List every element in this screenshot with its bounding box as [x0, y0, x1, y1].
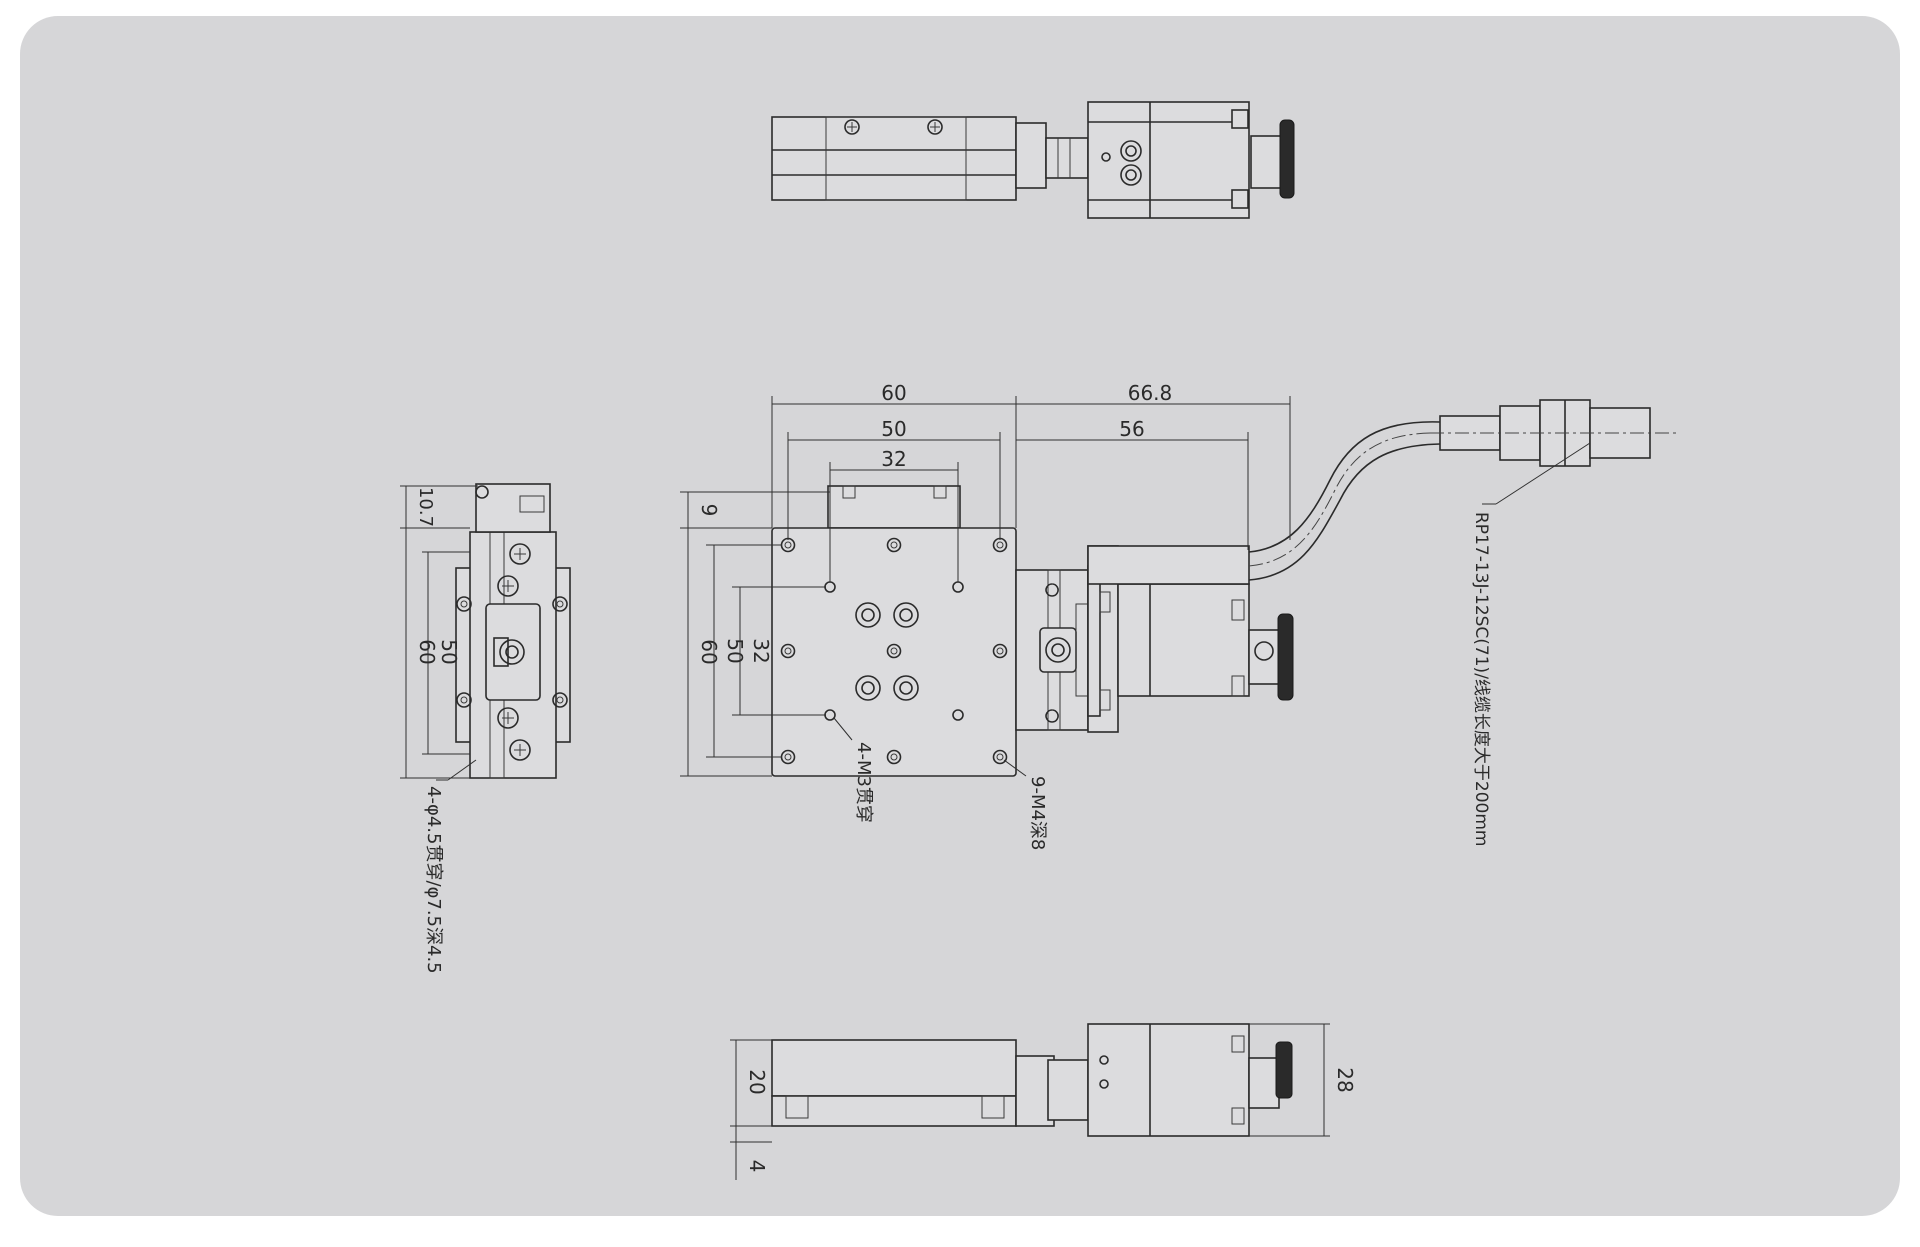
dim-label-side-inner: 50	[437, 639, 461, 664]
dim-label-left-outer: 60	[697, 639, 721, 664]
front-view: 20 4 28	[730, 1023, 1357, 1180]
tapped-hole-icon	[780, 643, 796, 659]
dim-label-center-width: 32	[881, 447, 906, 471]
screw-icon	[497, 575, 519, 597]
callout-through-holes-text: 4-M3贯穿	[853, 742, 874, 823]
callout-connector-text: RP17-13J-12SC(71)/线缆长度大于200mm	[1471, 512, 1491, 847]
counterbore-icon	[893, 602, 919, 628]
knob-icon	[1275, 1041, 1293, 1099]
dim-label-inner-right: 56	[1119, 417, 1144, 441]
screw-icon	[509, 739, 531, 761]
screw-icon	[497, 707, 519, 729]
tapped-hole-icon	[886, 643, 902, 659]
tapped-hole-icon	[992, 749, 1008, 765]
tapped-hole-icon	[886, 537, 902, 553]
dim-label-front-motor: 28	[1333, 1067, 1357, 1092]
dim-label-front-height: 20	[745, 1069, 769, 1094]
dim-label-side-top: 10.7	[415, 487, 436, 527]
screw-icon	[927, 119, 943, 135]
callout-side-holes-text: 4-φ4.5贯穿/φ7.5深4.5	[423, 786, 444, 974]
through-hole-icon	[952, 709, 964, 721]
callout-connector: RP17-13J-12SC(71)/线缆长度大于200mm	[1471, 442, 1591, 847]
dim-label-side-outer: 60	[415, 639, 439, 664]
dim-label-left-inner: 50	[723, 638, 747, 663]
counterbore-icon	[855, 675, 881, 701]
dim-label-top-right: 66.8	[1128, 381, 1173, 405]
knob-icon	[1277, 613, 1294, 701]
dim-60-vertical: 60	[680, 528, 772, 777]
dim-label-left-height: 9	[697, 504, 721, 517]
callout-tapped-holes-text: 9-M4深8	[1027, 776, 1048, 850]
dim-60-horizontal: 60	[771, 381, 1017, 528]
tapped-hole-icon	[886, 749, 902, 765]
knob-icon	[1279, 119, 1295, 199]
dim-56: 56	[1016, 417, 1249, 550]
dim-50-vertical: 50	[706, 544, 782, 758]
dim-50-horizontal: 50	[787, 417, 1001, 540]
counterbore-icon	[855, 602, 881, 628]
dim-label-inner-width: 50	[881, 417, 906, 441]
dim-32-vertical: 32	[732, 586, 826, 716]
counterbore-icon	[893, 675, 919, 701]
dim-32-horizontal: 32	[829, 447, 959, 582]
side-view: 10.7 60 50 4-φ4.5贯穿/φ7.5深4.5	[400, 483, 571, 974]
dim-66-8: 66.8	[1016, 381, 1291, 540]
callout-tapped-holes: 9-M4深8	[1003, 759, 1048, 850]
tapped-hole-icon	[992, 643, 1008, 659]
screw-icon	[844, 119, 860, 135]
dim-9: 9	[680, 491, 830, 529]
top-view	[771, 101, 1295, 219]
callout-through-holes: 4-M3贯穿	[833, 717, 874, 823]
plan-view: 60 66.8 50 56 32 9	[680, 381, 1680, 850]
screw-icon	[509, 543, 531, 565]
dim-label-top-width: 60	[881, 381, 906, 405]
dim-label-front-base: 4	[745, 1160, 769, 1173]
dim-label-left-center: 32	[749, 638, 773, 663]
